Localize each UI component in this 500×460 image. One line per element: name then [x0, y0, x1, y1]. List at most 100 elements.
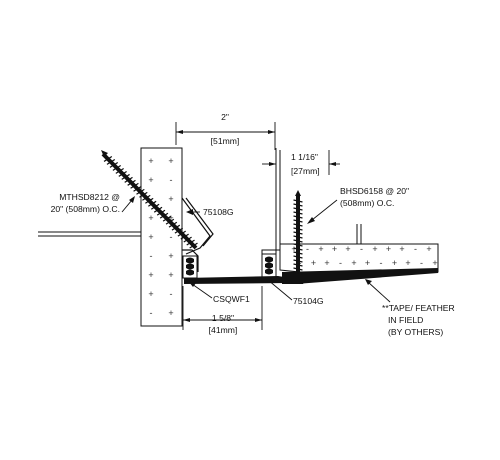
right-screw [290, 190, 306, 284]
callout-right-trim: 75104G [293, 296, 324, 306]
dimension-right-metric: [27mm] [291, 166, 320, 176]
board-mark: - [339, 258, 342, 268]
board-mark: - [170, 175, 173, 185]
screw-thread [156, 209, 166, 216]
board-mark: + [168, 270, 173, 280]
screw-thread [118, 170, 127, 177]
board-mark: + [426, 244, 431, 254]
screw-thread [177, 230, 186, 237]
dimension-bottom-metric: [41mm] [208, 325, 238, 335]
callout-left-screw-line1: MTHSD8212 @ [59, 192, 120, 202]
callout-left-bracket: 75108G [203, 207, 234, 217]
screw-thread [159, 212, 169, 219]
board-mark: + [332, 244, 337, 254]
dimension-right-imperial: 1 1/16" [291, 152, 318, 162]
screw-thread [145, 197, 154, 204]
screw-thread [133, 185, 142, 192]
screw-thread [165, 218, 175, 225]
board-mark: + [148, 270, 153, 280]
screw-thread [186, 239, 195, 246]
board-mark: + [148, 232, 153, 242]
screw-thread [293, 267, 303, 271]
screw-thread [103, 156, 113, 162]
board-mark: - [414, 244, 417, 254]
screw-thread [293, 251, 303, 255]
screw-thread [130, 182, 139, 189]
screw-thread [136, 188, 145, 195]
right-stud [356, 224, 362, 244]
board-mark: + [372, 244, 377, 254]
screw-thread [180, 233, 189, 240]
screw-thread [142, 194, 151, 201]
screw-thread [293, 239, 303, 243]
board-mark: + [148, 156, 153, 166]
left-seal-return [182, 249, 199, 272]
board-mark: - [380, 258, 383, 268]
board-mark: + [168, 156, 173, 166]
board-mark: - [420, 258, 423, 268]
screw-thread [150, 203, 160, 210]
screw-thread [293, 247, 303, 251]
screw-thread [115, 167, 124, 174]
screw-thread [148, 200, 157, 207]
screw-thread [293, 215, 303, 219]
screw-thread [293, 211, 303, 215]
dimension-bottom [182, 286, 263, 330]
callout-right-screw-line2: (508mm) O.C. [340, 198, 395, 208]
board-mark: + [318, 244, 323, 254]
left-screw [101, 150, 198, 250]
leader-lines [121, 196, 391, 303]
screw-thread [171, 224, 181, 231]
left-wallboard [140, 147, 183, 327]
callout-seal-cover: CSQWF1 [213, 294, 250, 304]
callout-finish-note-line3: (BY OTHERS) [388, 327, 444, 337]
board-mark: + [365, 258, 370, 268]
screw-thread [293, 199, 303, 203]
seal-cover [184, 276, 290, 284]
screw-thread [127, 179, 136, 186]
dimension-top-imperial: 2" [221, 112, 229, 122]
screw-thread [153, 206, 163, 213]
tape-feather-compound [282, 268, 438, 284]
left-gasket [182, 255, 198, 279]
screw-thread [293, 235, 303, 239]
board-mark: + [386, 244, 391, 254]
board-mark: + [311, 258, 316, 268]
board-mark: + [148, 213, 153, 223]
board-mark: - [360, 244, 363, 254]
board-mark: + [405, 258, 410, 268]
screw-thread [293, 243, 303, 247]
screw-thread [174, 227, 184, 234]
screw-thread [293, 207, 303, 211]
board-mark: - [170, 232, 173, 242]
screw-thread [189, 242, 198, 249]
board-mark: - [150, 308, 153, 318]
board-mark: + [324, 258, 329, 268]
screw-thread [168, 221, 178, 228]
board-mark: + [392, 258, 397, 268]
callout-left-screw-line2: 20" (508mm) O.C. [50, 204, 120, 214]
board-mark: + [345, 244, 350, 254]
screw-thread [293, 259, 303, 263]
screw-thread [112, 164, 122, 171]
board-mark: + [148, 289, 153, 299]
screw-thread [293, 223, 303, 227]
board-mark: + [168, 251, 173, 261]
screw-thread [121, 173, 130, 180]
callout-finish-note-line2: IN FIELD [388, 315, 424, 325]
screw-thread [124, 176, 133, 183]
screw-thread [293, 219, 303, 223]
board-mark: + [291, 244, 296, 254]
board-mark: + [432, 258, 437, 268]
board-mark: - [150, 251, 153, 261]
screw-thread [139, 191, 148, 198]
screw-thread [183, 236, 192, 243]
screw-thread [293, 231, 303, 235]
dimension-top [175, 122, 276, 150]
dimension-bottom-imperial: 1 5/8" [211, 313, 235, 323]
screw-thread [293, 227, 303, 231]
callout-right-screw-line1: BHSD6158 @ 20" [340, 186, 410, 196]
screw-thread [293, 271, 303, 275]
right-gasket [261, 253, 277, 279]
